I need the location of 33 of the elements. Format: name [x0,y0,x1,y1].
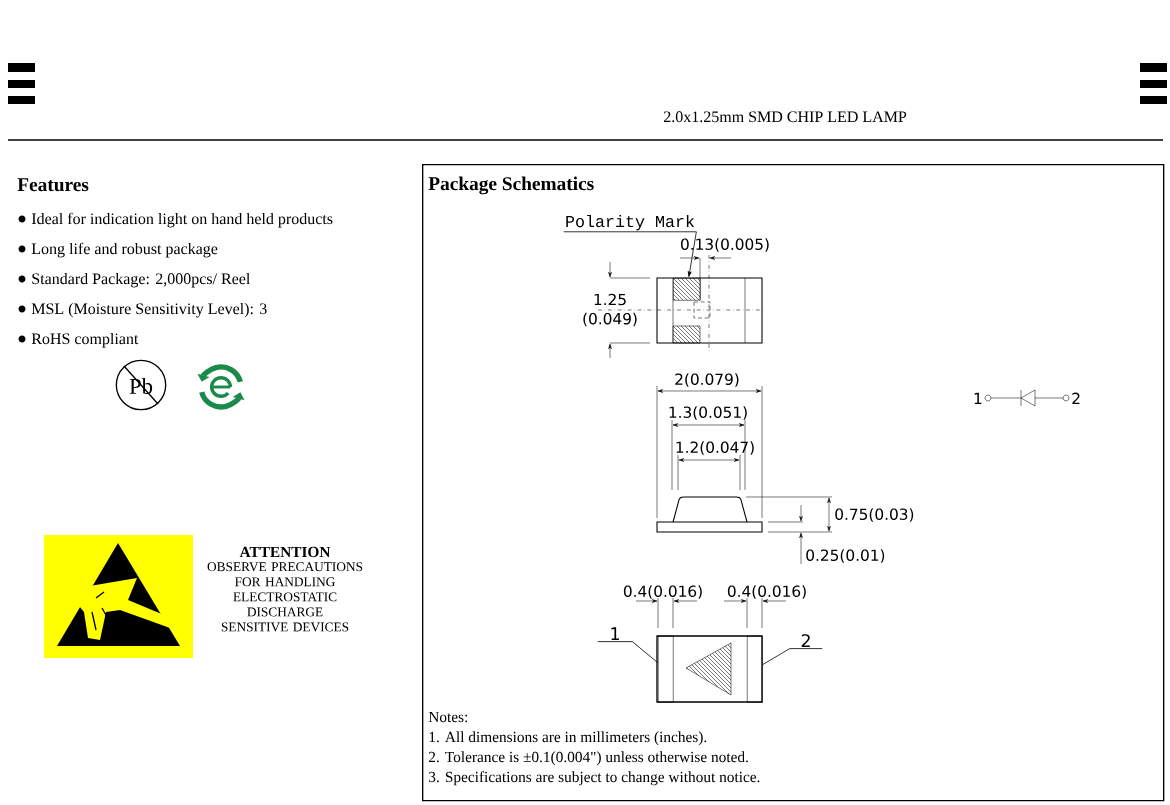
dimension-text: 0.4(0.016) [727,585,806,599]
section-heading: Features [17,178,89,192]
page-title: 2.0x1.25mm SMD CHIP LED LAMP [664,111,907,123]
dimension-text: 1.3(0.051) [669,406,747,420]
dimension-text: 0.13(0.005) [681,238,769,252]
attention-heading: ATTENTION [239,546,331,558]
dimension-text: 0.4(0.016) [623,585,702,599]
note-text: 2. Tolerance is ±0.1(0.004") unless otherwise noted. [428,751,748,766]
note-text: 3. Specifications are subject to change without notice. [429,771,760,786]
notes-heading: Notes: [428,711,468,723]
feature-text: Ideal for indication light on hand held products [31,212,333,228]
dimension-text: 1.2(0.047) [676,441,754,455]
note-text: 1. All dimensions are in millimeters (inches). [429,731,707,746]
terminal-number: 2 [1072,392,1080,404]
feature-text: RoHS compliant [31,332,139,348]
leader-label: 1 [611,627,619,640]
feature-text: Standard Package: 2,000pcs/ Reel [32,272,250,288]
leader-line [762,648,823,666]
leader-line [563,231,697,277]
feature-text: MSL (Moisture Sensitivity Level): 3 [31,302,267,318]
dimension-text: 2(0.079) [675,373,739,387]
polarity-mark [673,278,701,301]
dimension-text: 0.75(0.03) [835,508,914,522]
warning-text: OBSERVE PRECAUTIONS FOR HANDLING ELECTROSTATIC DISCHARGE SENSITIVE DEVICES [207,562,363,632]
terminal-number: 1 [974,392,982,404]
leader-line [597,641,659,664]
pad [747,636,763,703]
dimension-text: 0.25(0.01) [806,549,885,563]
leader-label: Polarity Mark [566,214,695,231]
dimension-text: 1.25 (0.049) [583,293,637,327]
pad [658,636,674,703]
leader-label: 2 [801,634,810,647]
feature-text: Long life and robust package [31,242,218,258]
